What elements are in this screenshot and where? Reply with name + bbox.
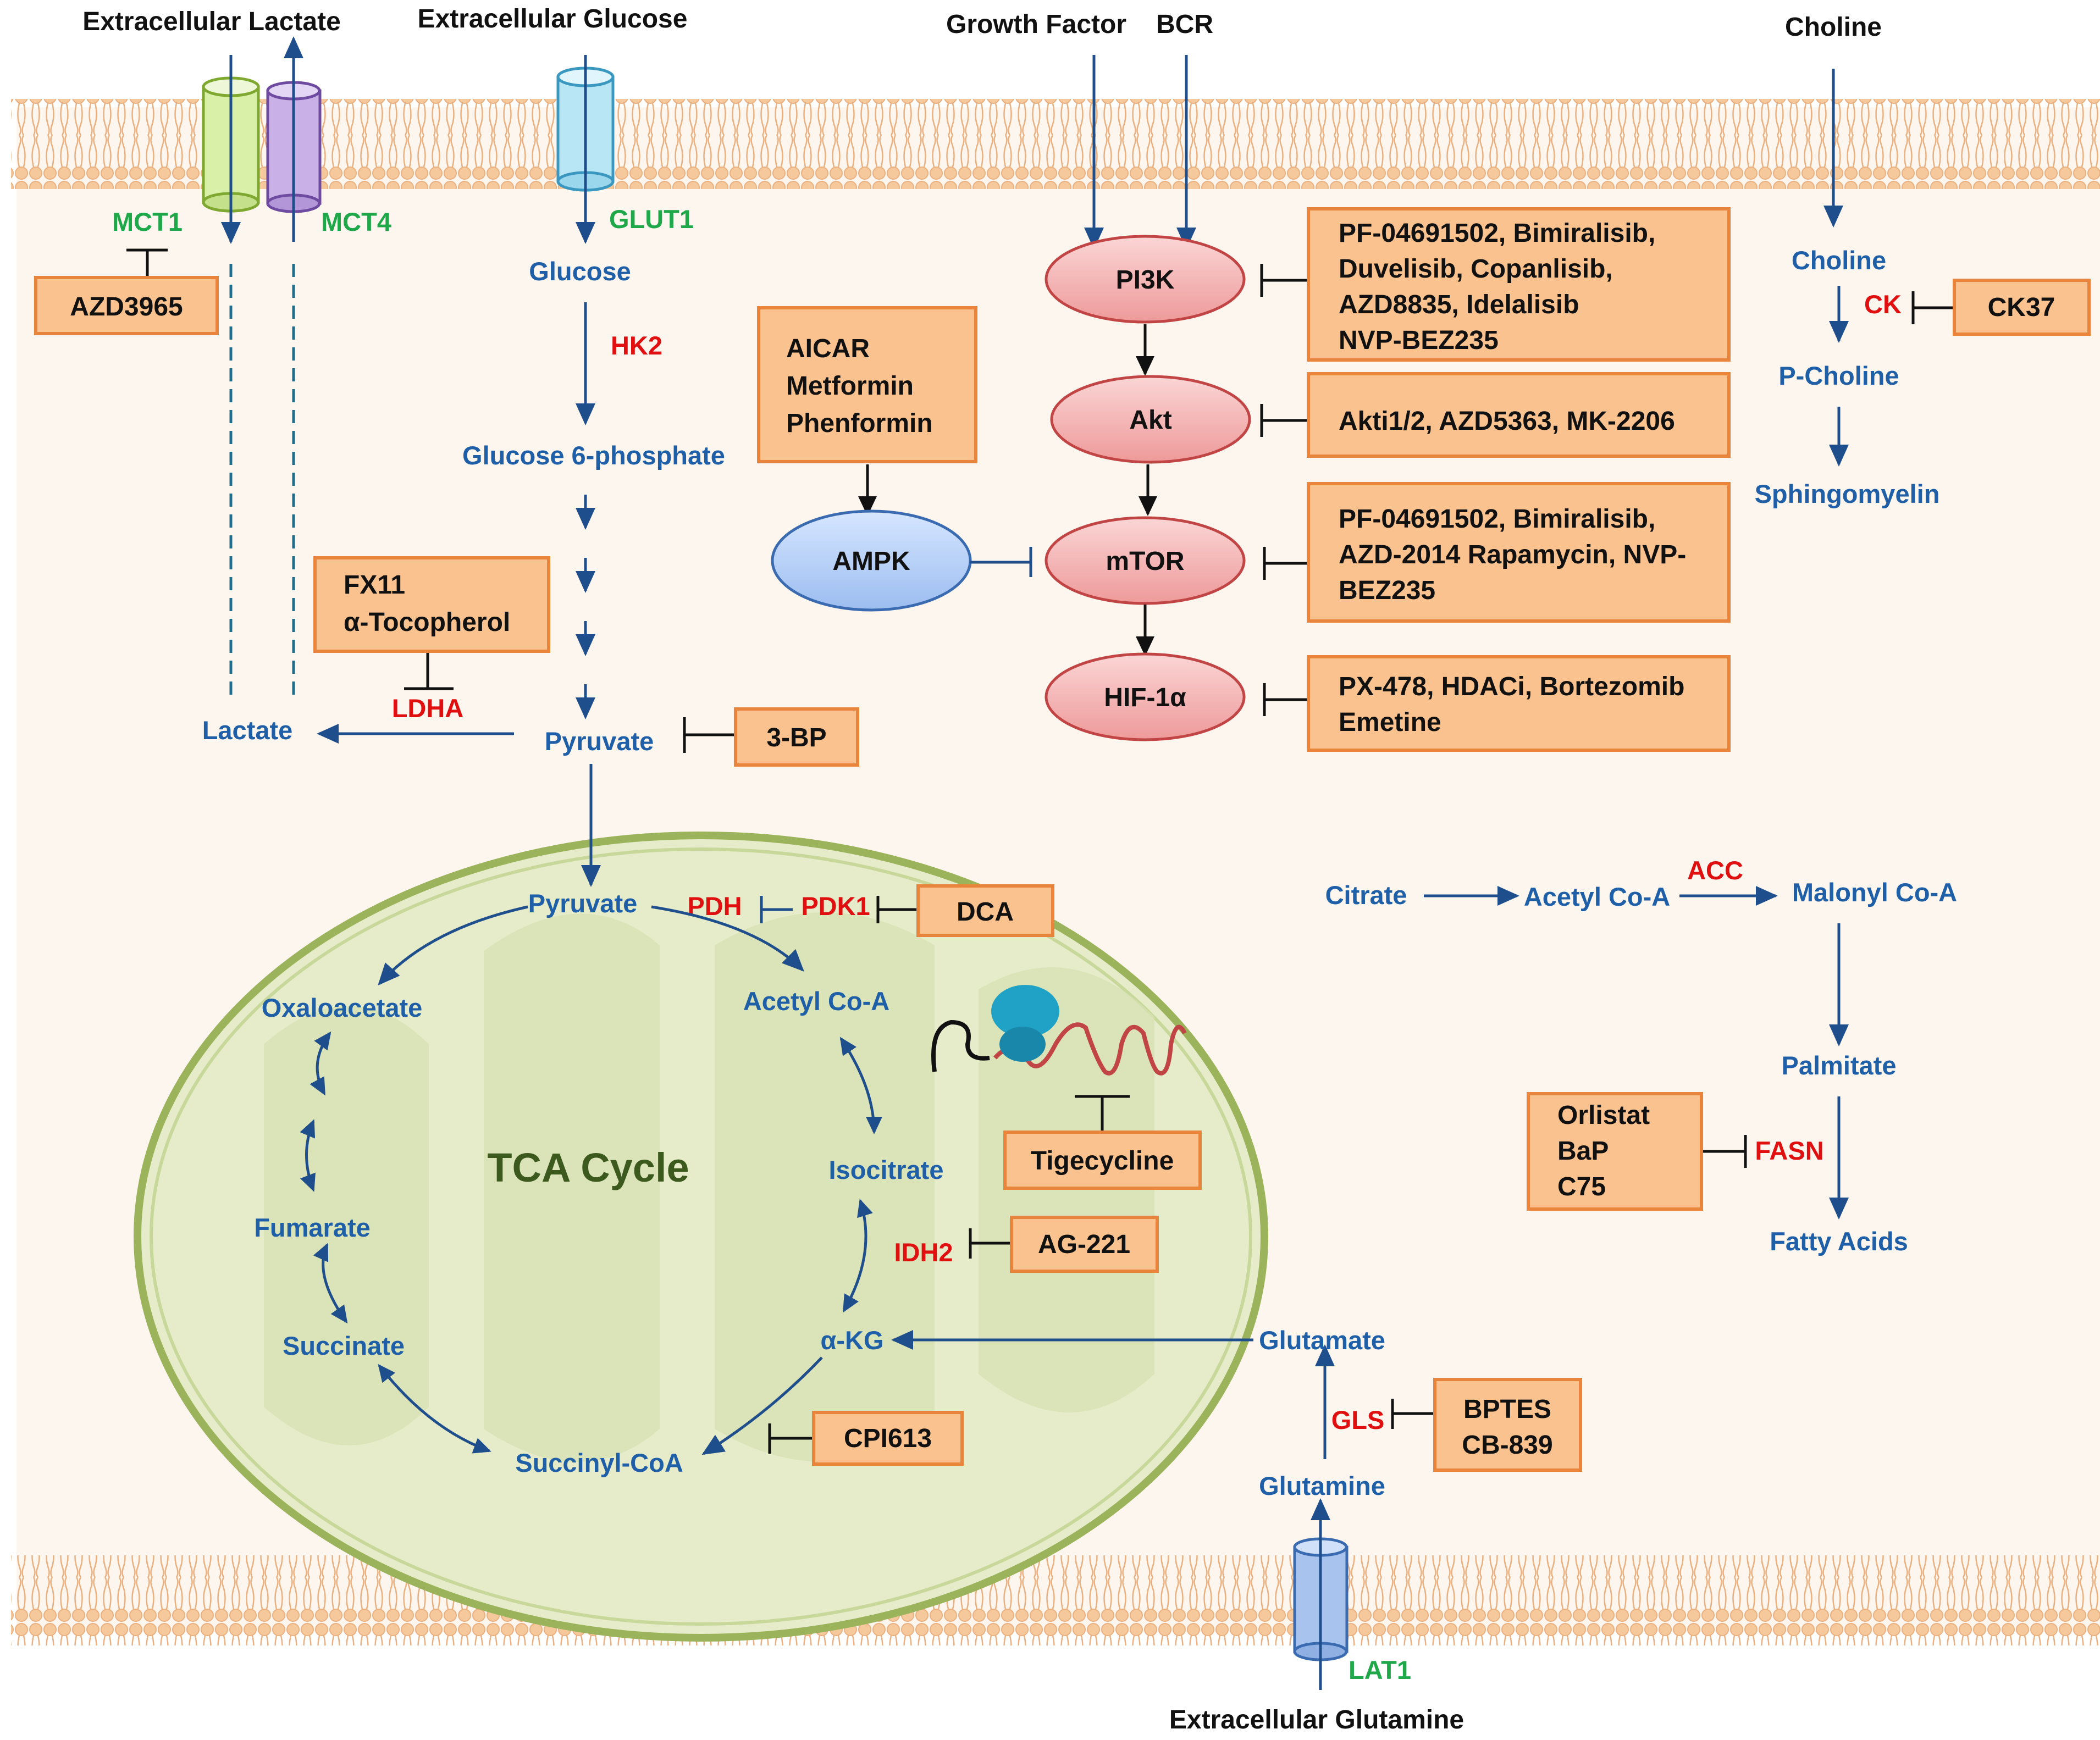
svg-text:HIF-1α: HIF-1α: [1104, 683, 1186, 712]
hk2-label: HK2: [611, 331, 662, 360]
glutamine-label: Glutamine: [1259, 1471, 1385, 1500]
svg-text:Phenformin: Phenformin: [786, 409, 933, 438]
svg-text:Duvelisib, Copanlisib,: Duvelisib, Copanlisib,: [1339, 254, 1613, 284]
svg-text:AZD3965: AZD3965: [70, 292, 183, 322]
azd3965-box: AZD3965: [34, 276, 219, 335]
svg-text:AMPK: AMPK: [832, 547, 910, 576]
svg-text:DCA: DCA: [957, 897, 1014, 927]
svg-text:BaP: BaP: [1557, 1137, 1609, 1166]
oxaloacetate-label: Oxaloacetate: [262, 993, 423, 1022]
ampk-node: AMPK: [771, 509, 972, 612]
glut1-label: GLUT1: [609, 204, 694, 234]
extracellular-choline-label: Choline: [1785, 13, 1882, 42]
svg-text:BEZ235: BEZ235: [1339, 576, 1435, 605]
mtor-node: mTOR: [1045, 516, 1246, 605]
pdk1-label: PDK1: [801, 891, 870, 921]
mct1-label: MCT1: [112, 207, 183, 236]
svg-text:3-BP: 3-BP: [766, 723, 826, 752]
svg-text:PF-04691502, Bimiralisib,: PF-04691502, Bimiralisib,: [1339, 219, 1655, 248]
tca-cycle-label: TCA Cycle: [487, 1145, 689, 1190]
glucose-label: Glucose: [529, 257, 631, 286]
bptes-box: BPTES CB-839: [1433, 1378, 1582, 1472]
3bp-box: 3-BP: [734, 707, 859, 767]
extracellular-lactate-label: Extracellular Lactate: [82, 7, 341, 36]
citrate-label: Citrate: [1325, 880, 1407, 910]
pyruvate-label: Pyruvate: [545, 727, 654, 756]
svg-text:PX-478, HDACi, Bortezomib: PX-478, HDACi, Bortezomib: [1339, 672, 1684, 701]
extracellular-glucose-label: Extracellular Glucose: [418, 4, 688, 34]
svg-text:α-Tocopherol: α-Tocopherol: [344, 608, 510, 637]
svg-text:Tigecycline: Tigecycline: [1031, 1146, 1174, 1176]
bottom-membrane: [11, 1555, 2100, 1645]
ck-label: CK: [1864, 290, 1902, 319]
svg-text:NVP-BEZ235: NVP-BEZ235: [1339, 326, 1499, 355]
akg-label: α-KG: [820, 1326, 883, 1355]
lactate-label: Lactate: [202, 716, 293, 745]
fasn-label: FASN: [1755, 1136, 1823, 1165]
malonyl-coa-label: Malonyl Co-A: [1792, 878, 1957, 907]
hif-inhibitor-box: PX-478, HDACi, Bortezomib Emetine: [1307, 655, 1731, 752]
svg-text:CPI613: CPI613: [844, 1424, 932, 1453]
dca-box: DCA: [916, 884, 1054, 937]
tigecycline-box: Tigecycline: [1003, 1131, 1202, 1190]
mct4-label: MCT4: [321, 207, 391, 236]
ldha-label: LDHA: [392, 694, 464, 723]
svg-text:Orlistat: Orlistat: [1557, 1101, 1650, 1130]
pi3k-inhibitor-box: PF-04691502, Bimiralisib, Duvelisib, Cop…: [1307, 207, 1731, 362]
ck37-box: CK37: [1953, 279, 2091, 336]
gls-label: GLS: [1331, 1405, 1385, 1434]
idh2-label: IDH2: [894, 1238, 953, 1267]
palmitate-label: Palmitate: [1782, 1051, 1897, 1080]
fumarate-label: Fumarate: [254, 1213, 371, 1242]
svg-text:Akti1/2, AZD5363, MK-2206: Akti1/2, AZD5363, MK-2206: [1339, 407, 1675, 436]
svg-text:C75: C75: [1557, 1172, 1606, 1201]
isocitrate-label: Isocitrate: [829, 1155, 944, 1184]
svg-text:BPTES: BPTES: [1463, 1395, 1551, 1424]
svg-text:AZD8835, Idelalisib: AZD8835, Idelalisib: [1339, 290, 1579, 319]
svg-text:FX11: FX11: [344, 570, 405, 600]
cpi613-box: CPI613: [812, 1411, 964, 1466]
acetyl-coa-label: Acetyl Co-A: [743, 987, 889, 1016]
cyto-acetyl-coa-label: Acetyl Co-A: [1524, 882, 1670, 911]
aicar-box: AICAR Metformin Phenformin: [757, 306, 977, 463]
akt-node: Akt: [1050, 375, 1251, 464]
svg-text:Akt: Akt: [1129, 406, 1171, 435]
ribosome-icon: [931, 985, 1187, 1076]
p-choline-label: P-Choline: [1778, 361, 1899, 390]
orlistat-box: Orlistat BaP C75: [1527, 1092, 1703, 1211]
svg-text:CB-839: CB-839: [1462, 1431, 1552, 1460]
pi3k-node: PI3K: [1045, 235, 1246, 324]
top-membrane: [11, 99, 2100, 189]
ag221-box: AG-221: [1010, 1216, 1159, 1273]
svg-text:PI3K: PI3K: [1116, 265, 1175, 295]
svg-text:PF-04691502, Bimiralisib,: PF-04691502, Bimiralisib,: [1339, 505, 1655, 534]
hif1a-node: HIF-1α: [1045, 652, 1246, 741]
lat1-label: LAT1: [1349, 1655, 1411, 1684]
mtor-inhibitor-box: PF-04691502, Bimiralisib, AZD-2014 Rapam…: [1307, 482, 1731, 623]
growth-factor-label: Growth Factor: [946, 10, 1126, 39]
svg-text:AICAR: AICAR: [786, 334, 870, 363]
fatty-acids-label: Fatty Acids: [1770, 1227, 1908, 1256]
succinate-label: Succinate: [283, 1331, 405, 1360]
svg-text:AZD-2014 Rapamycin, NVP-: AZD-2014 Rapamycin, NVP-: [1339, 540, 1686, 569]
succinyl-coa-label: Succinyl-CoA: [515, 1448, 683, 1477]
acc-label: ACC: [1687, 856, 1743, 885]
svg-text:Emetine: Emetine: [1339, 708, 1441, 737]
mito-pyruvate-label: Pyruvate: [528, 889, 638, 918]
fx11-box: FX11 α-Tocopherol: [313, 556, 550, 653]
akt-inhibitor-box: Akti1/2, AZD5363, MK-2206: [1307, 372, 1731, 458]
choline-label: Choline: [1792, 246, 1886, 275]
extracellular-glutamine-label: Extracellular Glutamine: [1169, 1705, 1464, 1735]
sphingomyelin-label: Sphingomyelin: [1755, 479, 1940, 508]
svg-text:CK37: CK37: [1988, 293, 2055, 322]
bcr-label: BCR: [1156, 10, 1213, 39]
glutamate-label: Glutamate: [1259, 1326, 1385, 1355]
svg-text:Metformin: Metformin: [786, 372, 914, 401]
svg-text:mTOR: mTOR: [1106, 547, 1184, 576]
g6p-label: Glucose 6-phosphate: [462, 441, 725, 470]
svg-text:AG-221: AG-221: [1038, 1230, 1130, 1259]
